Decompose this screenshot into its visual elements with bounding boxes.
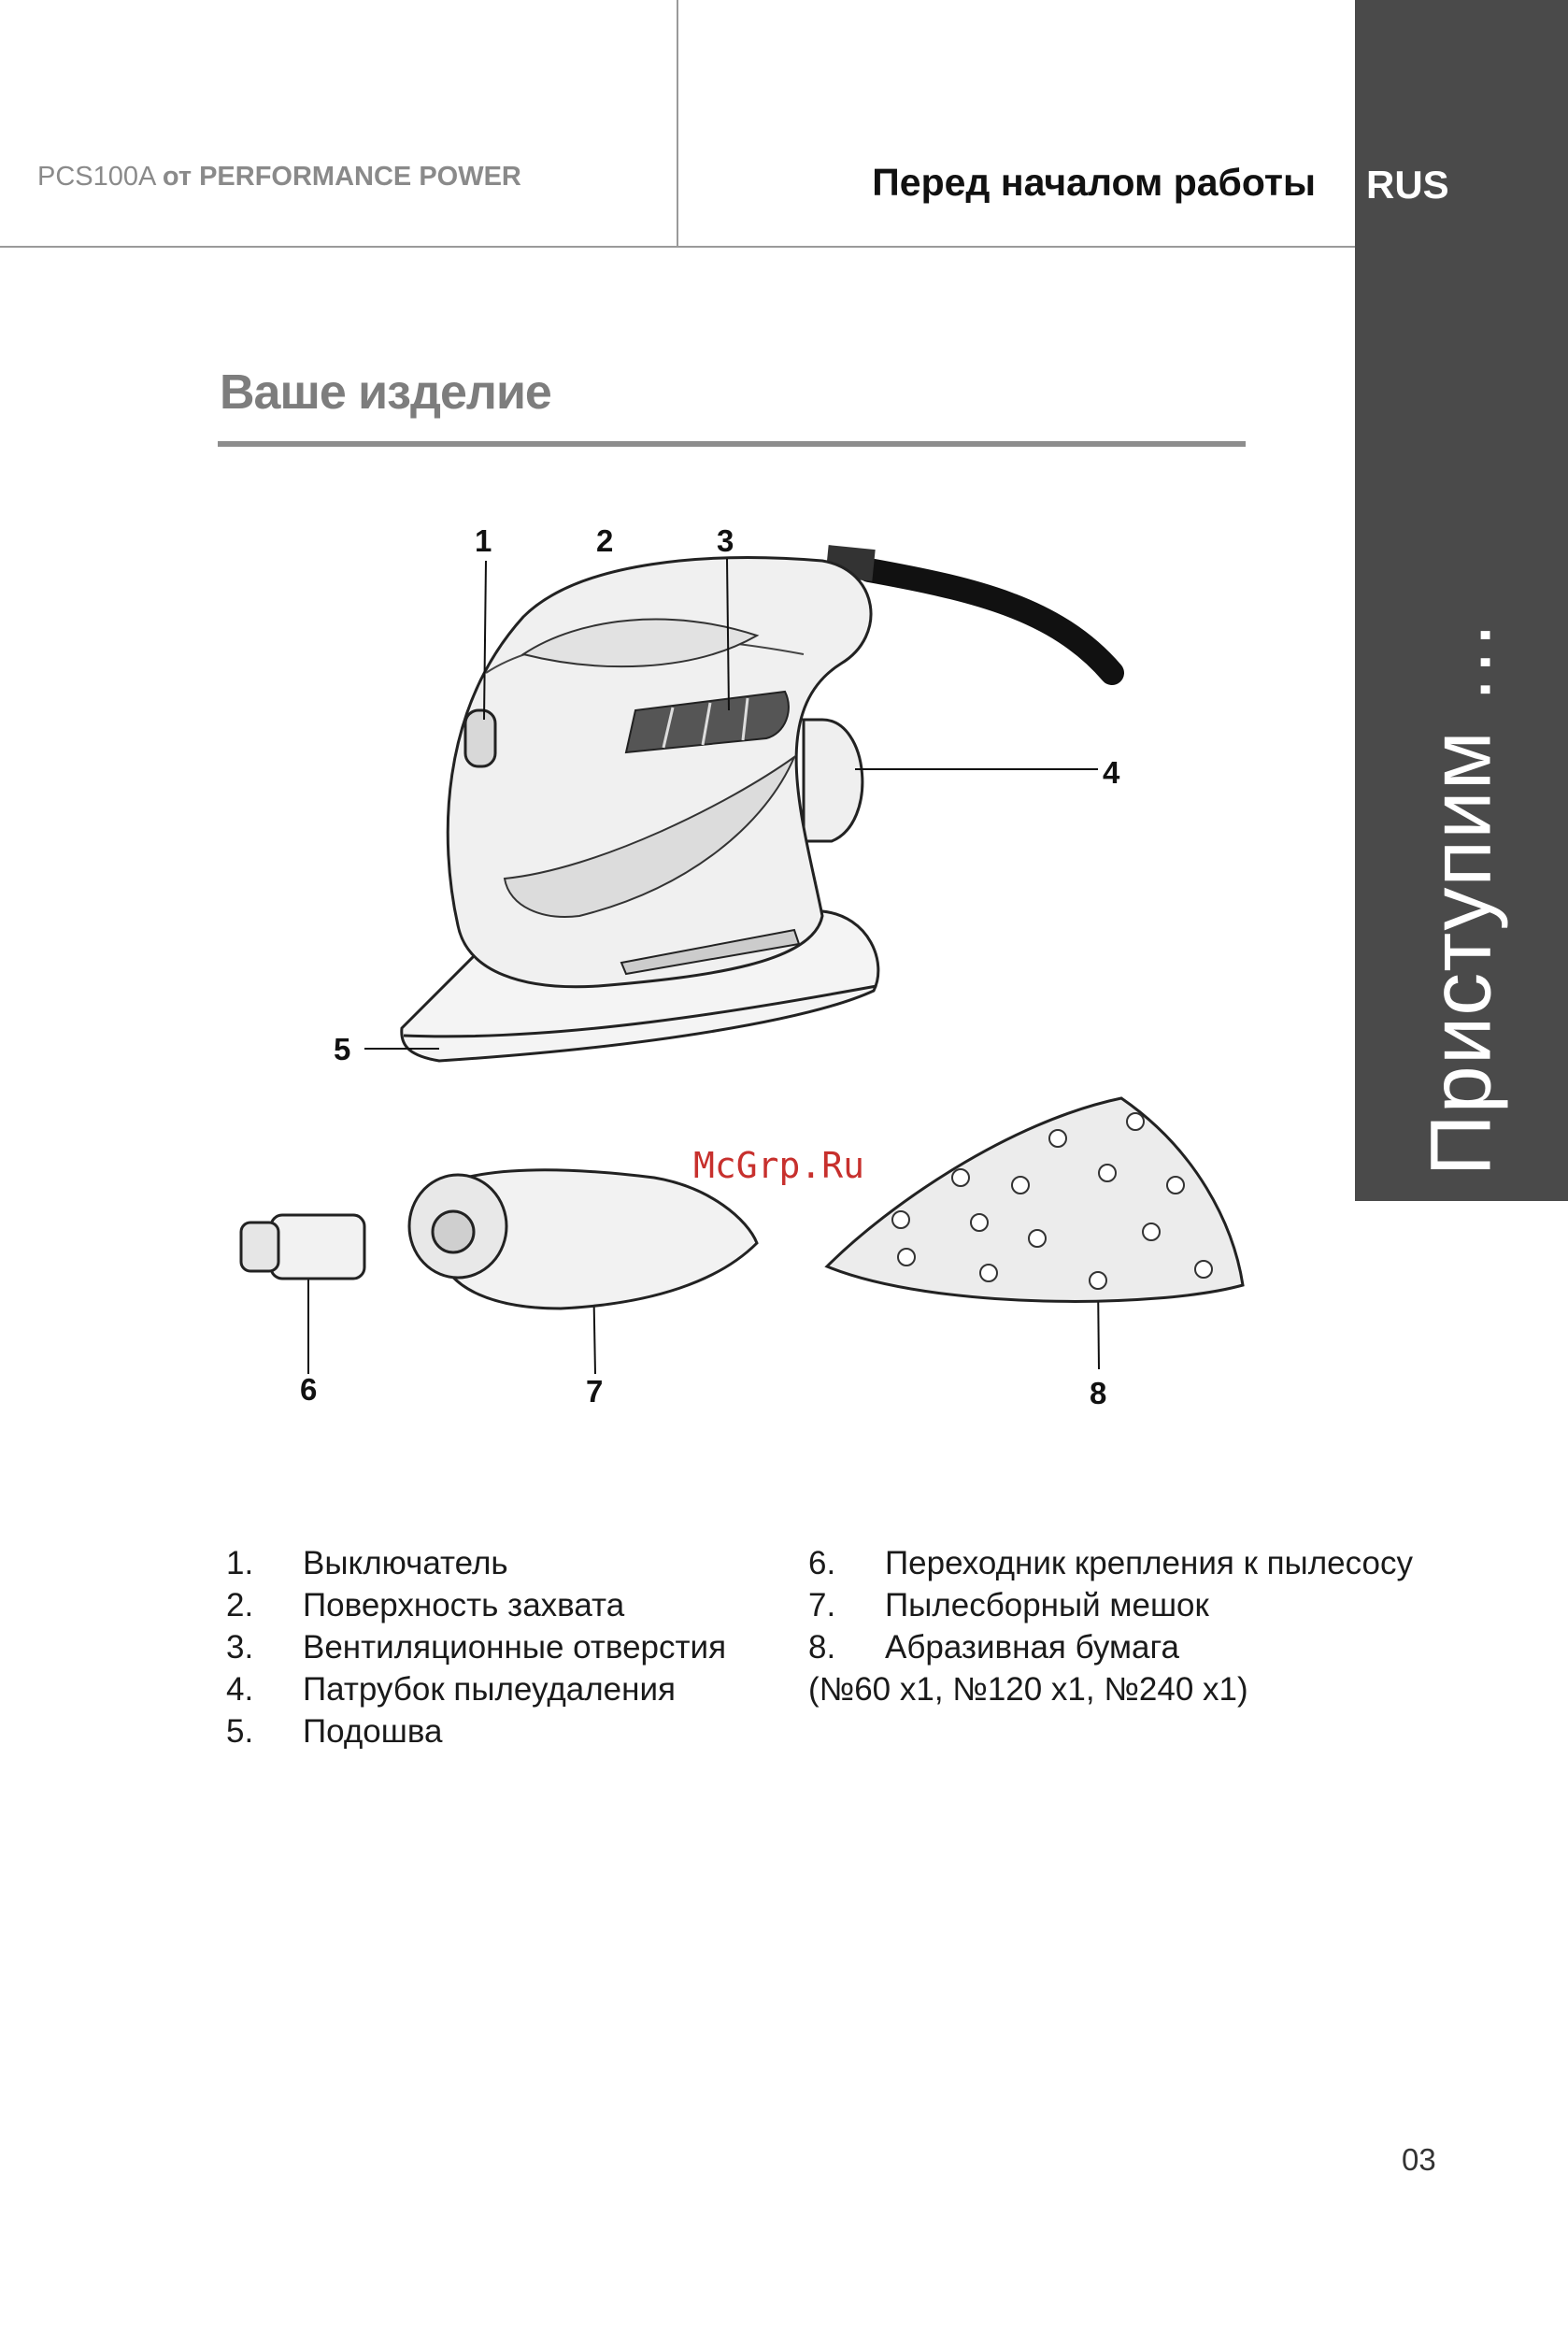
parts-list-left: 1. Выключатель 2. Поверхность захвата 3. Ве… xyxy=(226,1542,726,1752)
cord-strain-relief xyxy=(825,545,876,581)
list-item-number: 2. xyxy=(226,1587,254,1623)
power-switch xyxy=(463,708,497,768)
list-item-number: 5. xyxy=(226,1713,254,1750)
list-item: 8. Абразивная бумага xyxy=(808,1626,1413,1668)
callout-2: 2 xyxy=(596,523,613,558)
callout-6: 6 xyxy=(300,1372,317,1407)
callout-4: 4 xyxy=(1103,755,1120,790)
list-item-label: Патрубок пылеудаления xyxy=(303,1671,676,1708)
dust-bag xyxy=(437,1168,759,1310)
list-item: 2. Поверхность захвата xyxy=(226,1584,726,1626)
parts-list-right: 6. Переходник крепления к пылесосу 7. Пыле… xyxy=(808,1542,1413,1710)
brand-model: PCS100A xyxy=(37,162,155,192)
header-divider xyxy=(0,246,1355,248)
language-label: RUS xyxy=(1366,163,1449,207)
list-item-label: Подошва xyxy=(303,1713,443,1750)
callout-1: 1 xyxy=(475,523,492,558)
list-item-number: 4. xyxy=(226,1671,254,1708)
list-item-label: Выключатель xyxy=(303,1545,508,1581)
brand-company: PERFORMANCE POWER xyxy=(199,162,521,192)
adapter-nozzle xyxy=(239,1221,280,1273)
brand-connector: от xyxy=(162,162,192,192)
list-item-number: 8. xyxy=(808,1629,836,1666)
vacuum-adapter xyxy=(269,1213,366,1280)
callout-7: 7 xyxy=(586,1374,603,1409)
lower-vent xyxy=(620,928,801,976)
watermark: McGrp.Ru xyxy=(693,1145,865,1186)
section-title: Перед началом работы xyxy=(872,161,1316,204)
list-item: 6. Переходник крепления к пылесосу xyxy=(808,1542,1413,1584)
list-item-label: Абразивная бумага xyxy=(885,1629,1179,1666)
list-item-label: Пылесборный мешок xyxy=(885,1587,1209,1623)
dust-bag-inlet xyxy=(431,1209,476,1254)
body-side-panel xyxy=(503,754,797,918)
callout-5: 5 xyxy=(334,1032,350,1066)
power-cord xyxy=(857,558,1124,685)
callout-8: 8 xyxy=(1090,1376,1106,1410)
list-item: 5. Подошва xyxy=(226,1710,726,1752)
heading-underline xyxy=(218,441,1246,447)
grip-surface xyxy=(520,618,760,668)
abrasive-grit-note: (№60 x1, №120 x1, №240 x1) xyxy=(808,1671,1248,1708)
list-item: 3. Вентиляционные отверстия xyxy=(226,1626,726,1668)
list-item: 1. Выключатель xyxy=(226,1542,726,1584)
sheet-holes xyxy=(891,1112,1213,1290)
page-number: 03 xyxy=(1402,2142,1436,2177)
list-item-label: Поверхность захвата xyxy=(303,1587,625,1623)
header-vertical-divider xyxy=(677,0,678,247)
list-item-number: 1. xyxy=(226,1545,254,1581)
callout-3: 3 xyxy=(717,523,734,558)
page-heading: Ваше изделие xyxy=(220,365,552,420)
list-item-number: 7. xyxy=(808,1587,836,1623)
list-item-number: 6. xyxy=(808,1545,836,1581)
base-edge xyxy=(403,984,877,1038)
abrasive-sheet xyxy=(824,1096,1245,1303)
brand-line: PCS100A от PERFORMANCE POWER xyxy=(37,162,521,193)
list-item: 7. Пылесборный мешок xyxy=(808,1584,1413,1626)
list-item-label: Вентиляционные отверстия xyxy=(303,1629,727,1666)
list-item-number: 3. xyxy=(226,1629,254,1666)
dust-port xyxy=(802,718,864,843)
list-item: 4. Патрубок пылеудаления xyxy=(226,1668,726,1710)
list-item-label: Переходник крепления к пылесосу xyxy=(885,1545,1413,1581)
side-tab xyxy=(1355,0,1568,1201)
